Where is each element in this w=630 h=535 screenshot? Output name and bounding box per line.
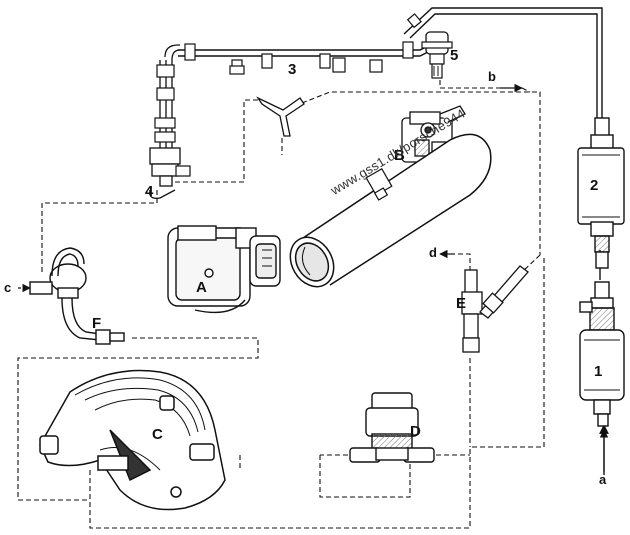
label-b-throttle: B bbox=[394, 147, 405, 164]
y-connector bbox=[256, 96, 305, 137]
label-a-inlet: a bbox=[599, 472, 607, 487]
label-1-fuel-pump: 1 bbox=[594, 363, 603, 380]
label-4-cold-start: 4 bbox=[145, 183, 154, 200]
check-valve bbox=[29, 247, 125, 345]
cold-start-valve bbox=[149, 147, 191, 199]
pressure-regulator bbox=[421, 31, 453, 79]
air-flow-meter bbox=[167, 225, 281, 314]
flow-arrows bbox=[18, 83, 609, 472]
aux-air-valve bbox=[461, 265, 529, 353]
fuel-pump bbox=[579, 281, 625, 427]
label-c-intake: C bbox=[152, 426, 163, 443]
vacuum-lines bbox=[17, 80, 545, 529]
temp-sensor bbox=[365, 168, 393, 201]
label-a-air-flow-meter: A bbox=[196, 279, 207, 296]
label-3-fuel-rail: 3 bbox=[288, 61, 297, 78]
label-b-return: b bbox=[488, 69, 496, 84]
label-2-fuel-filter: 2 bbox=[590, 177, 599, 194]
label-d-vent-valve: D bbox=[410, 423, 421, 440]
label-e-aux-valve: E bbox=[456, 295, 467, 312]
vent-valve bbox=[349, 392, 435, 463]
fuel-rail bbox=[154, 13, 433, 150]
fuel-filter bbox=[577, 117, 625, 269]
label-f-check-valve: F bbox=[92, 315, 102, 332]
label-c-vacuum: c bbox=[4, 280, 12, 295]
label-5-regulator: 5 bbox=[450, 47, 459, 64]
label-d-port: d bbox=[429, 245, 437, 260]
intake-hose bbox=[289, 133, 492, 288]
intake-manifold bbox=[39, 369, 226, 511]
